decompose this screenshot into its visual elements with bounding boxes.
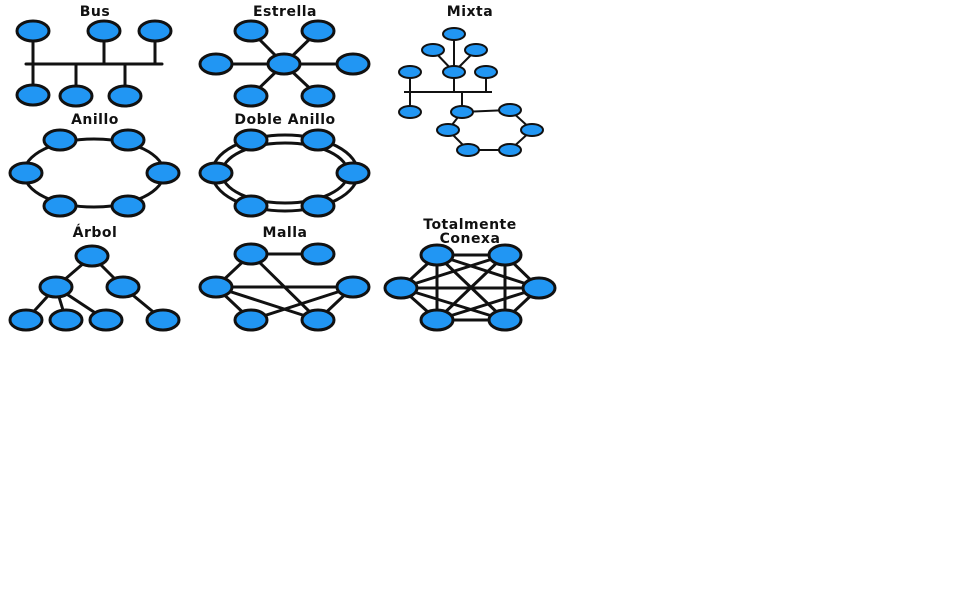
double-ring-label: Doble Anillo <box>234 112 335 128</box>
mixed-node <box>498 143 522 157</box>
fully-connected-label-line2: Conexa <box>440 231 501 247</box>
fully-connected-node <box>487 308 523 332</box>
ring-node <box>145 161 181 185</box>
tree-leaf-node <box>88 308 124 332</box>
bus-node <box>107 84 143 108</box>
star-hub-node <box>266 52 302 76</box>
bus-node <box>15 83 51 107</box>
mesh-node <box>335 275 371 299</box>
mesh-label: Malla <box>263 225 308 241</box>
tree-label: Árbol <box>73 224 118 241</box>
fully-connected-topology: Totalmente Conexa <box>383 217 557 332</box>
tree-node <box>105 275 141 299</box>
ring-node <box>110 194 146 218</box>
mixed-node <box>456 143 480 157</box>
fully-connected-label-line1: Totalmente <box>423 217 516 233</box>
star-node <box>300 84 336 108</box>
mixed-node <box>450 105 474 119</box>
double-ring-node <box>300 194 336 218</box>
star-node <box>198 52 234 76</box>
bus-node <box>86 19 122 43</box>
fully-connected-node <box>419 243 455 267</box>
double-ring-node <box>300 128 336 152</box>
mixed-node <box>520 123 544 137</box>
mixed-topology: Mixta <box>398 4 544 157</box>
star-node <box>335 52 371 76</box>
tree-root-node <box>74 244 110 268</box>
mesh-node <box>233 308 269 332</box>
mixed-label: Mixta <box>447 4 493 20</box>
double-ring-node <box>233 128 269 152</box>
tree-node <box>38 275 74 299</box>
ring-link <box>22 137 166 209</box>
mixed-node <box>474 65 498 79</box>
mixed-node <box>421 43 445 57</box>
ring-node <box>110 128 146 152</box>
mixed-node <box>498 103 522 117</box>
bus-node <box>58 84 94 108</box>
star-topology: Estrella <box>198 4 371 108</box>
double-ring-node <box>198 161 234 185</box>
double-ring-node <box>233 194 269 218</box>
mixed-node <box>464 43 488 57</box>
star-node <box>300 19 336 43</box>
mixed-node <box>436 123 460 137</box>
star-label: Estrella <box>253 4 317 20</box>
double-ring-topology: Doble Anillo <box>198 112 371 218</box>
star-node <box>233 19 269 43</box>
ring-label: Anillo <box>71 112 119 128</box>
bus-label: Bus <box>80 4 110 20</box>
fully-connected-node <box>521 276 557 300</box>
ring-node <box>42 128 78 152</box>
tree-leaf-node <box>8 308 44 332</box>
mesh-node <box>300 308 336 332</box>
mixed-node <box>398 105 422 119</box>
inner-ring-link <box>220 141 350 205</box>
ring-node <box>8 161 44 185</box>
tree-leaf-node <box>48 308 84 332</box>
fully-connected-node <box>383 276 419 300</box>
tree-topology: Árbol <box>8 224 181 332</box>
tree-leaf-node <box>145 308 181 332</box>
ring-node <box>42 194 78 218</box>
mixed-node <box>442 27 466 41</box>
mesh-node <box>300 242 336 266</box>
bus-node <box>137 19 173 43</box>
bus-node <box>15 19 51 43</box>
mixed-node <box>442 65 466 79</box>
star-node <box>233 84 269 108</box>
fully-connected-node <box>419 308 455 332</box>
mixed-node <box>398 65 422 79</box>
double-ring-node <box>335 161 371 185</box>
fully-connected-node <box>487 243 523 267</box>
ring-topology: Anillo <box>8 112 181 218</box>
mesh-node <box>198 275 234 299</box>
bus-topology: Bus <box>15 4 173 108</box>
mesh-node <box>233 242 269 266</box>
mesh-topology: Malla <box>198 225 371 332</box>
